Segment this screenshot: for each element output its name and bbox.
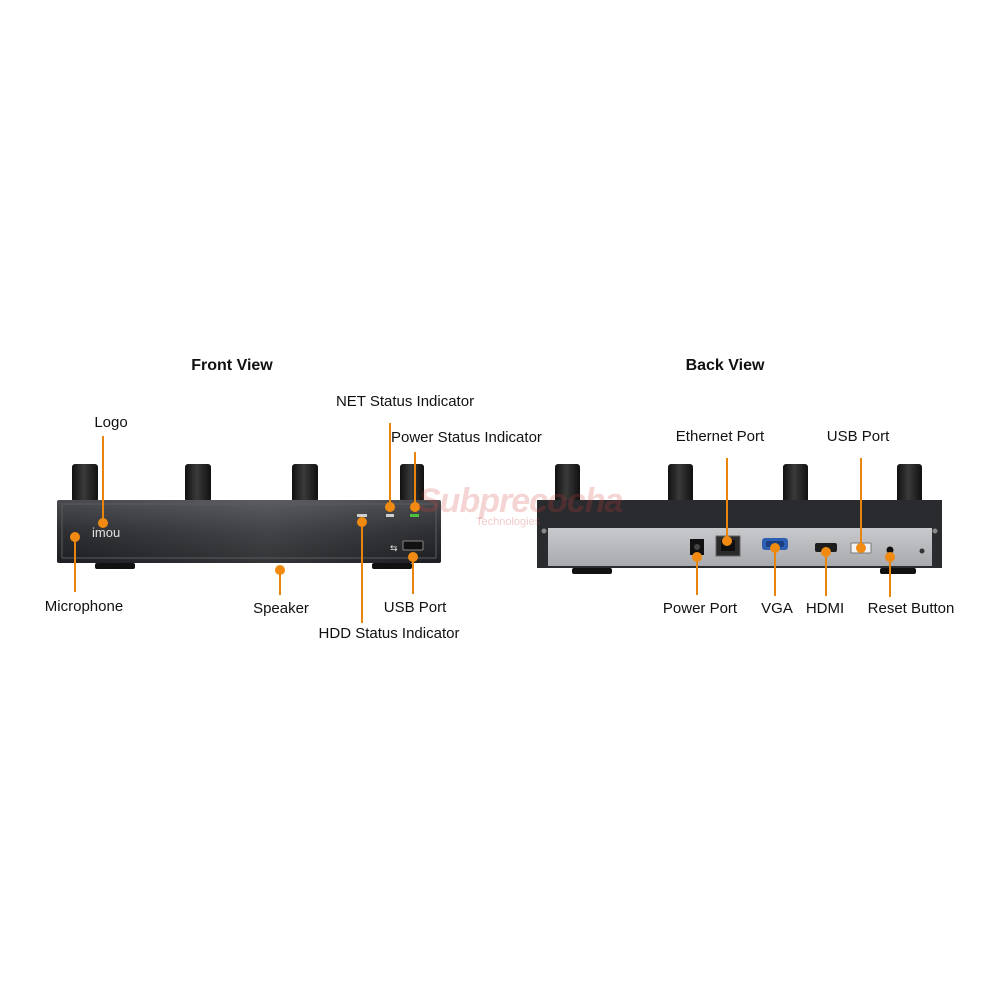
front-panel-bezel <box>61 503 437 559</box>
speaker-label: Speaker <box>253 600 309 617</box>
front-antenna-2 <box>185 464 211 502</box>
front-usb-label: USB Port <box>383 599 447 616</box>
logo-leader-dot <box>98 518 108 528</box>
front-antenna-1 <box>72 464 98 502</box>
back-foot-right <box>880 568 916 574</box>
back-screw-left <box>541 528 547 534</box>
vga-leader-dot <box>770 543 780 553</box>
front-device: imou ⇆ <box>57 464 441 569</box>
power-status-light <box>410 514 419 517</box>
hdmi-leader-dot <box>821 547 831 557</box>
front-antenna-3 <box>292 464 318 502</box>
hdd-status-light <box>357 514 367 517</box>
vga-label: VGA <box>761 600 793 617</box>
reset-leader-dot <box>885 552 895 562</box>
back-screw-right <box>932 528 938 534</box>
hdmi-label: HDMI <box>805 600 845 617</box>
net-leader-dot <box>385 502 395 512</box>
hdd-leader-dot <box>357 517 367 527</box>
power-leader-dot <box>410 502 420 512</box>
front-leaders <box>70 423 420 623</box>
front-view-title: Front View <box>191 357 273 374</box>
net-status-label: NET Status Indicator <box>335 393 475 410</box>
microphone-label: Microphone <box>44 598 124 615</box>
watermark-subtext: Technologies <box>476 516 541 528</box>
speaker-leader-dot <box>275 565 285 575</box>
front-foot-right <box>372 563 412 569</box>
back-leaders <box>692 458 895 597</box>
back-power-port-pin <box>694 544 700 550</box>
front-antenna-4 <box>400 464 424 502</box>
mic-leader-dot <box>70 532 80 542</box>
back-device <box>537 464 942 574</box>
back-view-title: Back View <box>685 357 765 374</box>
front-usb-leader-dot <box>408 552 418 562</box>
back-ground-screw <box>919 548 925 554</box>
reset-button-label: Reset Button <box>867 600 955 617</box>
watermark-text: Subprecocha <box>418 482 623 520</box>
back-usb-leader-dot <box>856 543 866 553</box>
back-foot-left <box>572 568 612 574</box>
front-foot-left <box>95 563 135 569</box>
power-port-leader-dot <box>692 552 702 562</box>
front-usb-port <box>402 540 424 551</box>
back-reset-button <box>886 546 894 554</box>
ethernet-leader-dot <box>722 536 732 546</box>
net-status-light <box>386 514 394 517</box>
usb-symbol-icon: ⇆ <box>390 544 398 554</box>
power-status-label: Power Status Indicator <box>391 429 542 446</box>
front-panel-sheen <box>57 500 441 563</box>
power-port-label: Power Port <box>662 600 738 617</box>
front-brand-logo: imou <box>92 525 120 540</box>
ethernet-port-label: Ethernet Port <box>675 428 765 445</box>
hdd-status-label: HDD Status Indicator <box>318 625 460 642</box>
back-usb-label: USB Port <box>826 428 890 445</box>
logo-label: Logo <box>94 414 128 431</box>
